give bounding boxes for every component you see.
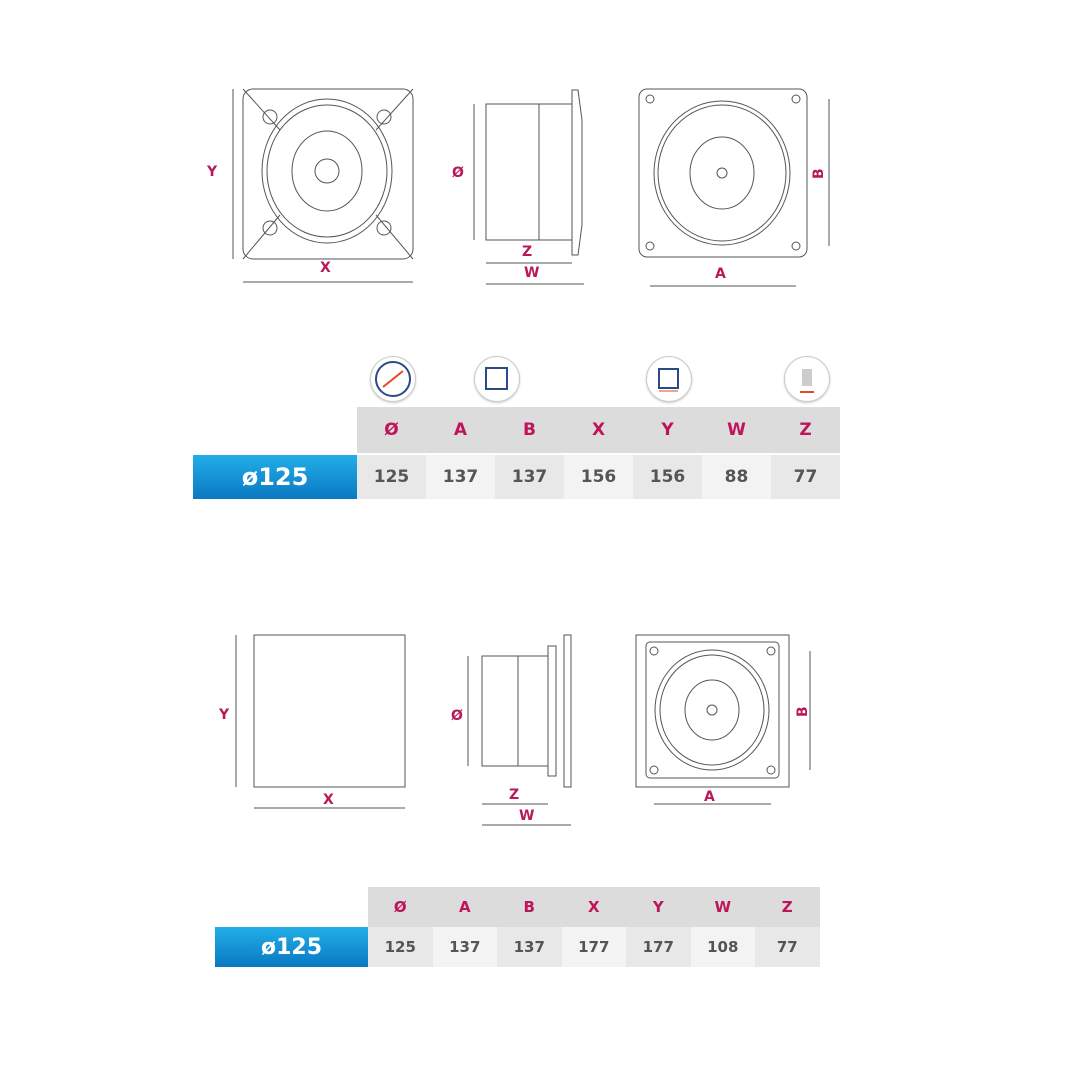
column-header: W	[690, 887, 755, 927]
top-front-view	[232, 88, 414, 283]
table-cell: 156	[633, 455, 702, 499]
column-header: Ø	[368, 887, 433, 927]
top-back-view	[638, 88, 830, 287]
label-diameter: Ø	[452, 165, 464, 181]
column-header: X	[564, 407, 633, 453]
table-cell: 137	[495, 455, 564, 499]
column-header: A	[426, 407, 495, 453]
column-header: Y	[626, 887, 691, 927]
table-cell: 177	[561, 927, 626, 967]
label-b: B	[811, 168, 827, 179]
label-x: X	[323, 792, 334, 808]
column-header: B	[497, 887, 562, 927]
column-header: A	[432, 887, 497, 927]
depth-icon	[784, 356, 830, 402]
label-y: Y	[218, 707, 230, 723]
column-header: Z	[771, 407, 840, 453]
table-cell: 137	[497, 927, 562, 967]
column-header: B	[495, 407, 564, 453]
table-cell: 77	[755, 927, 820, 967]
diameter-icon	[370, 356, 416, 402]
table-cell: 125	[368, 927, 433, 967]
column-header: Y	[633, 407, 702, 453]
table-cell: 77	[771, 455, 840, 499]
table-cell: 137	[432, 927, 497, 967]
top-side-view	[473, 89, 584, 285]
column-header: X	[561, 887, 626, 927]
label-a: A	[715, 266, 726, 282]
label-x: X	[320, 260, 331, 276]
table-cell: 177	[626, 927, 691, 967]
bottom-front-view	[235, 634, 406, 809]
table-cell: 108	[690, 927, 755, 967]
table-cell: 88	[702, 455, 771, 499]
label-w: W	[524, 265, 539, 281]
square-inner-icon	[474, 356, 520, 402]
label-b: B	[795, 706, 811, 717]
table-cell: 156	[564, 455, 633, 499]
label-a: A	[704, 789, 715, 805]
table-cell: 125	[357, 455, 426, 499]
table-cell: 137	[426, 455, 495, 499]
label-w: W	[519, 808, 534, 824]
label-z: Z	[522, 244, 532, 260]
column-header: Ø	[357, 407, 426, 453]
label-z: Z	[509, 787, 519, 803]
label-y: Y	[206, 164, 218, 180]
bottom-side-view	[467, 634, 572, 826]
square-outer-icon	[646, 356, 692, 402]
column-header: Z	[755, 887, 820, 927]
column-header: W	[702, 407, 771, 453]
label-diameter: Ø	[451, 708, 463, 724]
top-model-label: ø125	[193, 455, 357, 499]
bottom-model-label: ø125	[215, 927, 368, 967]
bottom-back-view	[635, 634, 811, 805]
